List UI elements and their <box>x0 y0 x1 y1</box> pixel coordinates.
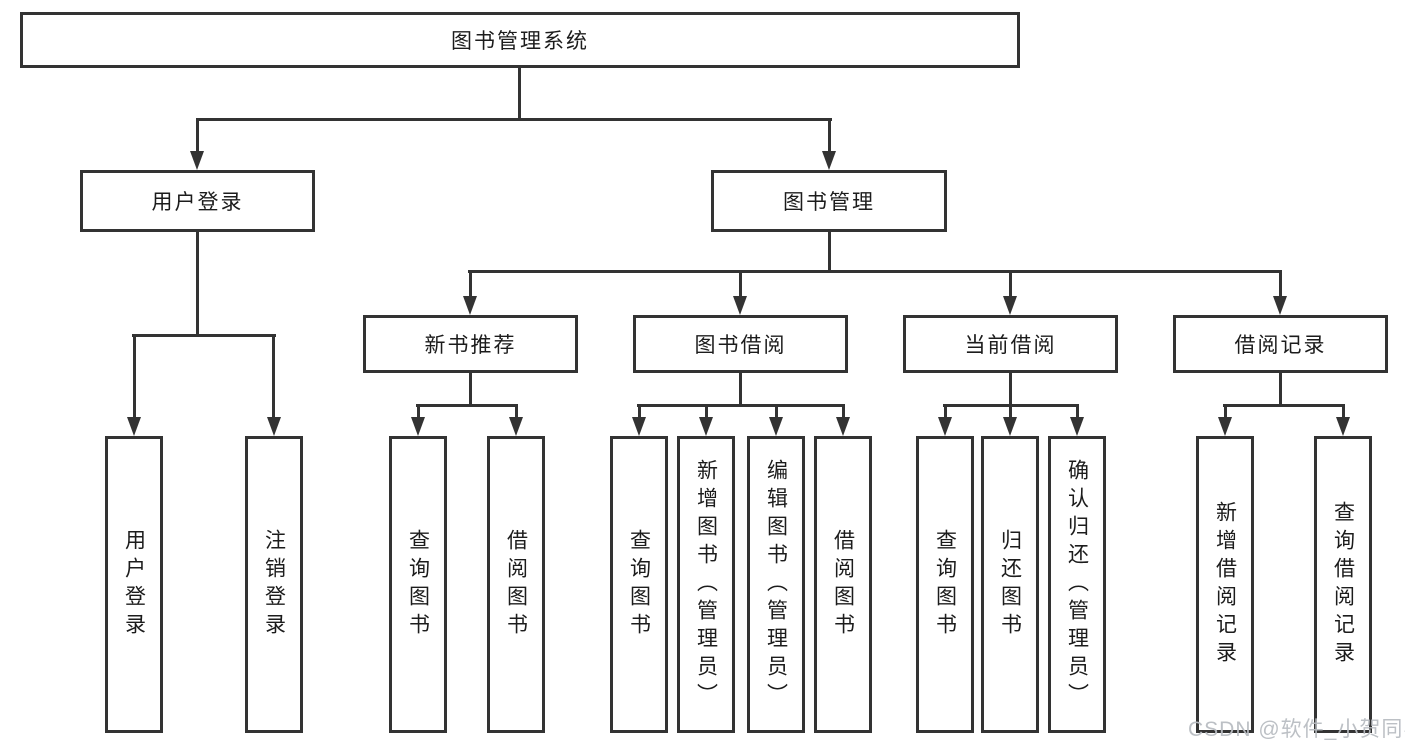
arrowhead-down-icon <box>1218 417 1232 436</box>
leaf-query-borrow-record: 查询借阅记录 <box>1314 436 1372 733</box>
leaf-user-login: 用户登录 <box>105 436 163 733</box>
node-user-login-label: 用户登录 <box>151 191 244 214</box>
connector-line <box>196 118 832 121</box>
leaf-borrow-books-2-label: 借阅图书 <box>831 528 855 641</box>
leaf-query-books-2-label: 查询图书 <box>627 528 651 641</box>
connector-line <box>775 406 778 419</box>
node-borrow-records-label: 借阅记录 <box>1234 334 1327 357</box>
leaf-logout-label: 注销登录 <box>262 528 286 641</box>
leaf-add-borrow-record-label: 新增借阅记录 <box>1213 500 1237 669</box>
connector-line <box>1009 272 1012 298</box>
node-current-borrow-label: 当前借阅 <box>964 334 1057 357</box>
connector-line <box>272 336 275 418</box>
connector-line <box>515 406 518 419</box>
connector-line <box>417 406 420 419</box>
leaf-borrow-books-1: 借阅图书 <box>487 436 545 733</box>
leaf-query-books-3: 查询图书 <box>916 436 974 733</box>
leaf-add-books-admin-label: 新增图书（管理员） <box>694 458 718 711</box>
connector-line <box>638 406 641 419</box>
node-new-book-recommend-label: 新书推荐 <box>424 334 517 357</box>
arrowhead-down-icon <box>938 417 952 436</box>
connector-line <box>1279 373 1282 406</box>
arrowhead-down-icon <box>632 417 646 436</box>
leaf-return-books: 归还图书 <box>981 436 1039 733</box>
connector-line <box>416 404 518 407</box>
connector-line <box>1223 404 1345 407</box>
node-book-borrow-label: 图书借阅 <box>694 334 787 357</box>
connector-line <box>1279 272 1282 298</box>
arrowhead-down-icon <box>822 151 836 170</box>
leaf-query-books-1-label: 查询图书 <box>406 528 430 641</box>
leaf-borrow-books-1-label: 借阅图书 <box>504 528 528 641</box>
node-user-login: 用户登录 <box>80 170 315 232</box>
node-borrow-records: 借阅记录 <box>1173 315 1388 373</box>
connector-line <box>842 406 845 419</box>
node-book-borrow: 图书借阅 <box>633 315 848 373</box>
connector-line <box>943 404 1079 407</box>
connector-line <box>196 120 199 154</box>
node-root-label: 图书管理系统 <box>451 30 589 53</box>
leaf-add-borrow-record: 新增借阅记录 <box>1196 436 1254 733</box>
connector-line <box>132 334 276 337</box>
connector-line <box>468 270 1282 273</box>
arrowhead-down-icon <box>411 417 425 436</box>
arrowhead-down-icon <box>509 417 523 436</box>
arrowhead-down-icon <box>1336 417 1350 436</box>
connector-line <box>469 373 472 406</box>
node-book-management-label: 图书管理 <box>783 191 875 214</box>
connector-line <box>133 336 136 418</box>
connector-line <box>1076 406 1079 419</box>
arrowhead-down-icon <box>733 296 747 315</box>
arrowhead-down-icon <box>463 296 477 315</box>
connector-line <box>469 272 472 298</box>
leaf-add-books-admin: 新增图书（管理员） <box>677 436 735 733</box>
connector-line <box>1009 373 1012 406</box>
leaf-query-borrow-record-label: 查询借阅记录 <box>1331 500 1355 669</box>
connector-line <box>739 272 742 298</box>
arrowhead-down-icon <box>769 417 783 436</box>
leaf-query-books-1: 查询图书 <box>389 436 447 733</box>
leaf-query-books-3-label: 查询图书 <box>933 528 957 641</box>
leaf-confirm-return-admin: 确认归还（管理员） <box>1048 436 1106 733</box>
leaf-logout: 注销登录 <box>245 436 303 733</box>
leaf-confirm-return-admin-label: 确认归还（管理员） <box>1065 458 1089 711</box>
connector-line <box>518 68 521 121</box>
node-new-book-recommend: 新书推荐 <box>363 315 578 373</box>
connector-line <box>828 120 831 154</box>
arrowhead-down-icon <box>699 417 713 436</box>
arrowhead-down-icon <box>1003 417 1017 436</box>
arrowhead-down-icon <box>267 417 281 436</box>
arrowhead-down-icon <box>1003 296 1017 315</box>
connector-line <box>1224 406 1227 419</box>
connector-line <box>705 406 708 419</box>
leaf-edit-books-admin-label: 编辑图书（管理员） <box>764 458 788 711</box>
leaf-edit-books-admin: 编辑图书（管理员） <box>747 436 805 733</box>
arrowhead-down-icon <box>127 417 141 436</box>
leaf-borrow-books-2: 借阅图书 <box>814 436 872 733</box>
csdn-watermark: CSDN @软件_小贺同学 <box>1188 718 1405 741</box>
connector-line <box>637 404 845 407</box>
arrowhead-down-icon <box>190 151 204 170</box>
leaf-return-books-label: 归还图书 <box>998 528 1022 641</box>
node-current-borrow: 当前借阅 <box>903 315 1118 373</box>
arrowhead-down-icon <box>836 417 850 436</box>
connector-line <box>1342 406 1345 419</box>
connector-line <box>828 232 831 273</box>
arrowhead-down-icon <box>1070 417 1084 436</box>
node-root: 图书管理系统 <box>20 12 1020 68</box>
arrowhead-down-icon <box>1273 296 1287 315</box>
leaf-query-books-2: 查询图书 <box>610 436 668 733</box>
connector-line <box>944 406 947 419</box>
connector-line <box>196 232 199 337</box>
connector-line <box>739 373 742 406</box>
leaf-user-login-label: 用户登录 <box>122 528 146 641</box>
connector-line <box>1009 406 1012 419</box>
node-book-management: 图书管理 <box>711 170 947 232</box>
